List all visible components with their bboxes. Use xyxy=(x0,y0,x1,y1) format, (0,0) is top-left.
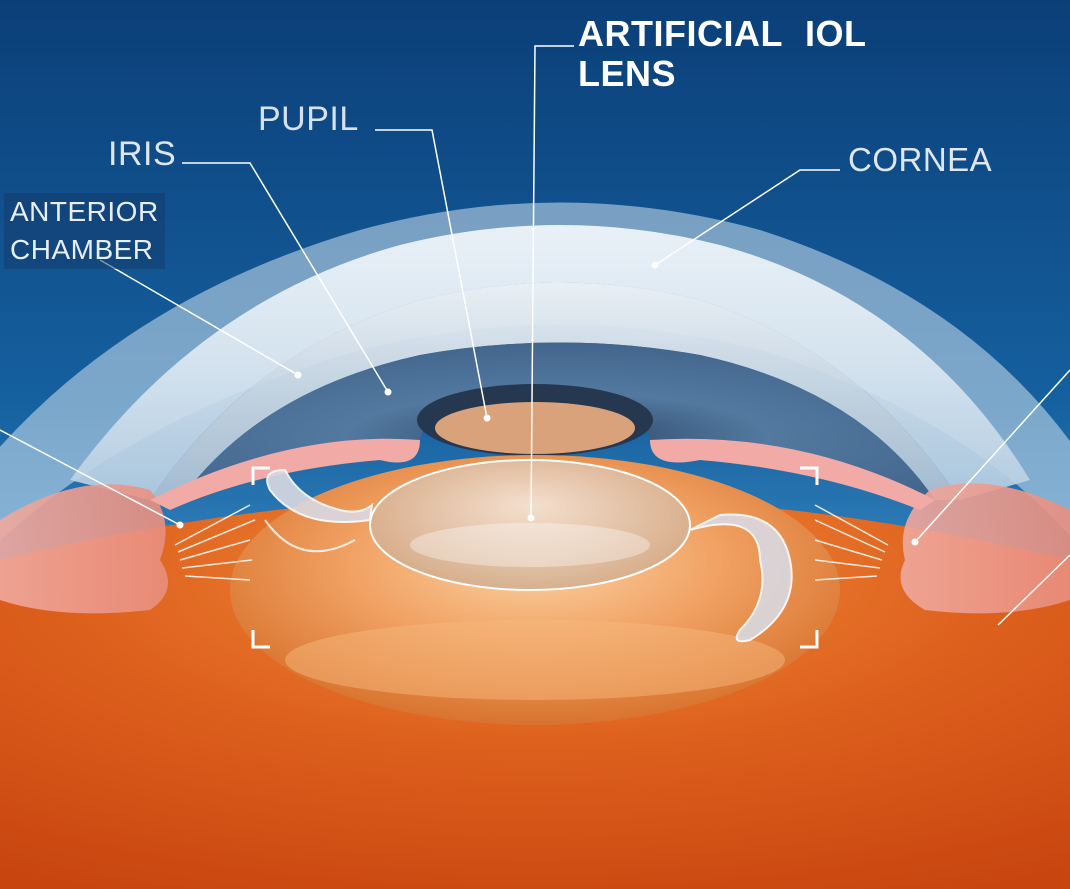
label-anterior: ANTERIOR xyxy=(10,196,159,227)
cornea-shape xyxy=(70,225,1030,500)
label-anterior-chamber: ANTERIOR CHAMBER xyxy=(4,193,165,269)
label-lens: LENS xyxy=(578,53,677,94)
label-iris: IRIS xyxy=(108,135,177,173)
iol-optic xyxy=(369,459,691,591)
label-chamber: CHAMBER xyxy=(10,234,154,265)
label-cornea: CORNEA xyxy=(848,141,993,178)
leader-lines xyxy=(0,45,1070,626)
label-pupil: PUPIL xyxy=(258,100,359,138)
label-artificial-iol-lens: ARTIFICIAL IOL LENS xyxy=(578,14,866,94)
label-artificial: ARTIFICIAL xyxy=(578,13,783,54)
label-iol: IOL xyxy=(804,13,867,54)
iris-shape xyxy=(180,342,935,500)
